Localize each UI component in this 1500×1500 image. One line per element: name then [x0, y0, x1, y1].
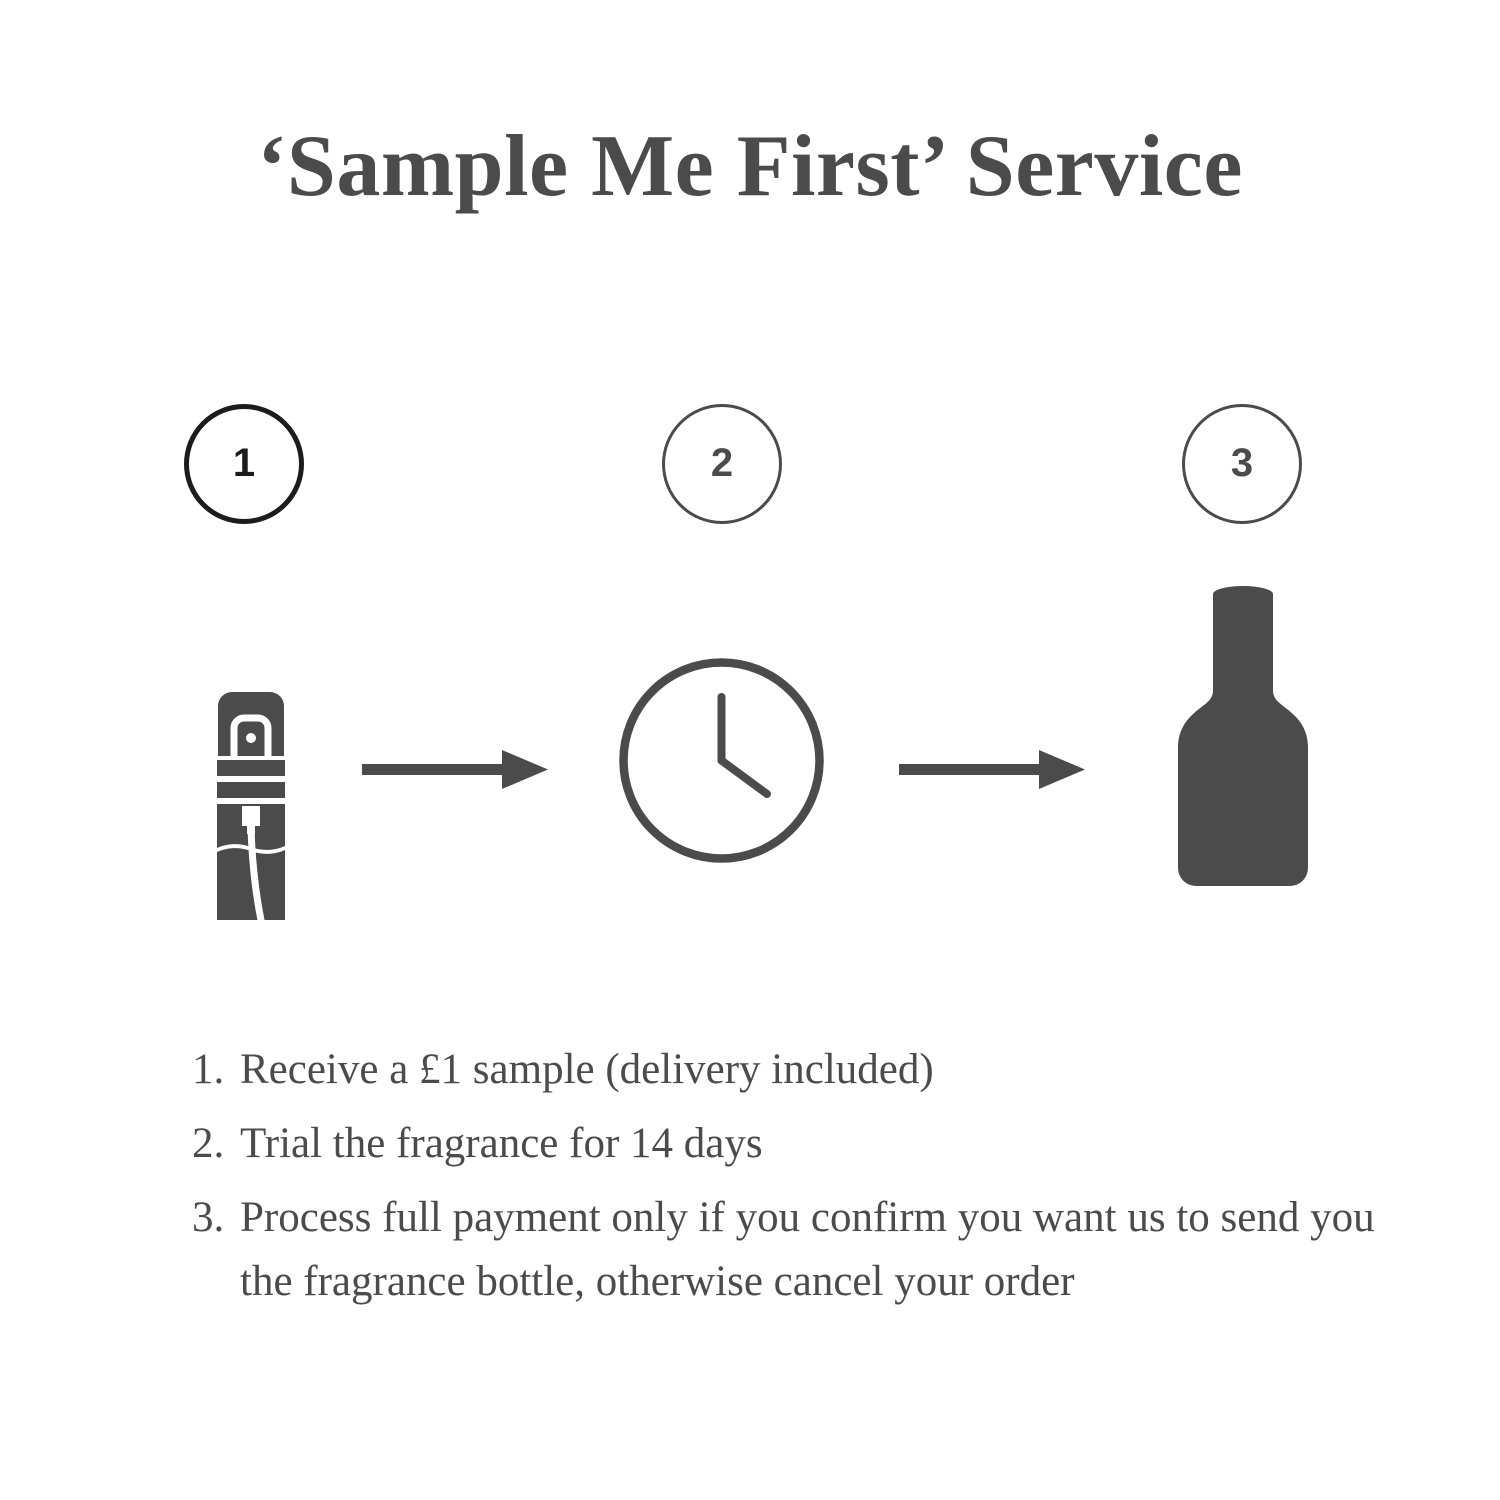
clock-icon	[614, 653, 829, 873]
sample-vial-icon	[186, 620, 316, 948]
list-item-marker: 3.	[192, 1194, 225, 1241]
instructions-list: 1. Receive a £1 sample (delivery include…	[192, 1038, 1392, 1314]
step-circle-2: 2	[662, 404, 782, 524]
list-item: 1. Receive a £1 sample (delivery include…	[192, 1038, 1392, 1102]
list-item-marker: 2.	[192, 1120, 225, 1167]
step-number-3: 3	[1230, 441, 1254, 485]
list-item-marker: 1.	[192, 1046, 225, 1093]
list-item: 2. Trial the fragrance for 14 days	[192, 1112, 1392, 1176]
arrow-right-icon-1	[360, 748, 550, 797]
list-item: 3. Process full payment only if you conf…	[192, 1186, 1392, 1314]
fragrance-bottle-icon	[1168, 582, 1318, 907]
process-icon-row	[0, 560, 1500, 948]
step-number-1: 1	[232, 441, 256, 485]
step-number-2: 2	[710, 441, 734, 485]
page-title: ‘Sample Me First’ Service	[257, 118, 1243, 215]
step-circle-1: 1	[184, 404, 304, 524]
step-circle-3: 3	[1182, 404, 1302, 524]
arrow-right-icon-2	[897, 748, 1087, 797]
list-item-text: Trial the fragrance for 14 days	[240, 1120, 763, 1167]
list-item-text: Process full payment only if you confirm…	[240, 1194, 1375, 1305]
list-item-text: Receive a £1 sample (delivery included)	[240, 1046, 934, 1093]
